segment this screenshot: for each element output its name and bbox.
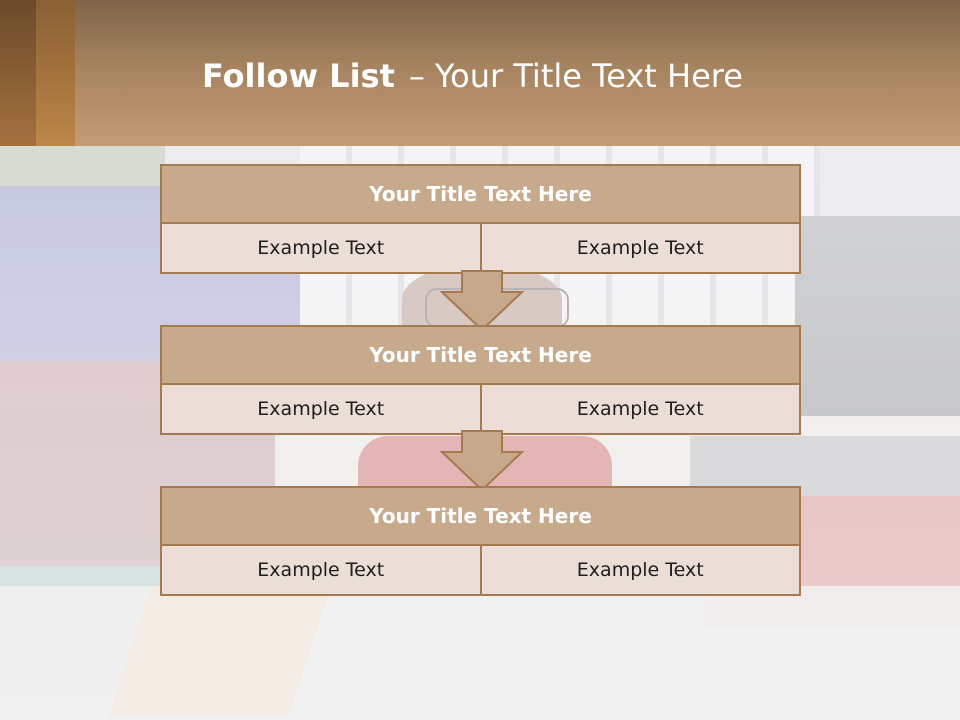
flow-cell-left: Example Text xyxy=(162,385,480,433)
flow-cell-right: Example Text xyxy=(479,385,799,433)
follow-list: Your Title Text Here Example Text Exampl… xyxy=(160,164,801,596)
flow-step-row: Example Text Example Text xyxy=(162,546,799,594)
slide-title: Follow List–Your Title Text Here xyxy=(202,56,743,96)
bg-book-dark-right xyxy=(795,216,960,416)
flow-step-title: Your Title Text Here xyxy=(162,327,799,385)
header-accent-tab xyxy=(0,0,75,146)
flow-cell-right: Example Text xyxy=(479,546,799,594)
header-band: Follow List–Your Title Text Here xyxy=(0,0,960,146)
flow-step-3: Your Title Text Here Example Text Exampl… xyxy=(160,486,801,596)
down-arrow-icon xyxy=(440,430,524,492)
title-rest: Your Title Text Here xyxy=(434,57,743,95)
flow-step-title: Your Title Text Here xyxy=(162,488,799,546)
title-dash: – xyxy=(408,57,425,95)
flow-cell-left: Example Text xyxy=(162,546,480,594)
title-bold: Follow List xyxy=(202,57,395,95)
flow-step-row: Example Text Example Text xyxy=(162,224,799,272)
flow-cell-left: Example Text xyxy=(162,224,480,272)
flow-step-2: Your Title Text Here Example Text Exampl… xyxy=(160,325,801,435)
flow-step-title: Your Title Text Here xyxy=(162,166,799,224)
flow-step-1: Your Title Text Here Example Text Exampl… xyxy=(160,164,801,274)
flow-step-row: Example Text Example Text xyxy=(162,385,799,433)
down-arrow-icon xyxy=(440,270,524,332)
flow-cell-right: Example Text xyxy=(479,224,799,272)
